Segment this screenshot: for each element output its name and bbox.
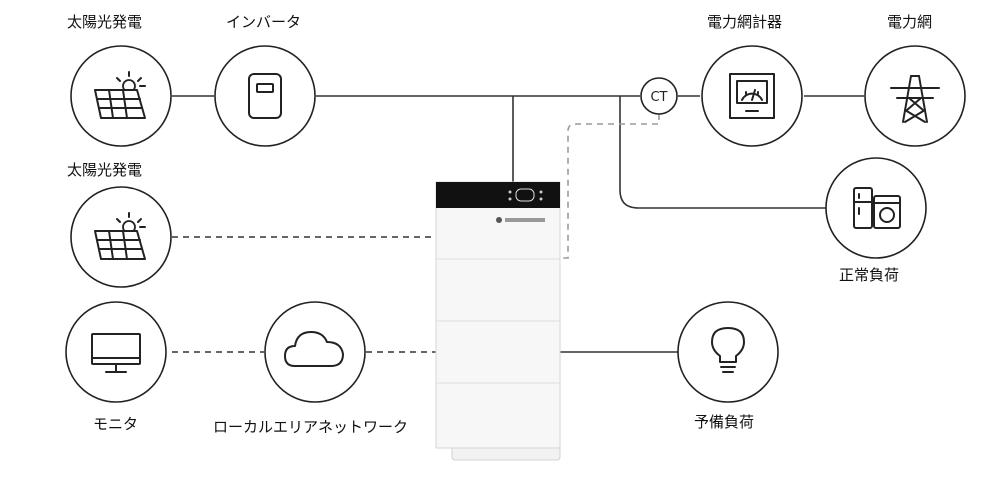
battery-unit <box>435 181 561 461</box>
battery-body <box>435 181 561 449</box>
power-tower-icon <box>890 75 940 123</box>
battery-indicator-3 <box>539 190 543 194</box>
appliance-icon <box>853 187 901 229</box>
battery-indicator-2 <box>508 197 512 201</box>
ct-circle <box>640 77 678 115</box>
lightbulb-icon <box>711 327 745 373</box>
cloud-icon <box>284 331 344 367</box>
battery-indicator-4 <box>539 197 543 201</box>
node-solar-top: 太陽光発電 <box>67 13 172 147</box>
battery-top-panel <box>436 182 560 208</box>
label-solar-mid: 太陽光発電 <box>67 161 142 179</box>
label-lan: ローカルエリアネットワーク <box>213 418 408 436</box>
label-solar-top: 太陽光発電 <box>67 13 142 31</box>
battery-soc-display <box>515 188 535 202</box>
inverter-icon <box>248 73 282 119</box>
monitor-icon <box>91 333 141 373</box>
node-inverter: インバータ <box>214 13 316 147</box>
brand-logo <box>496 217 545 223</box>
node-grid: 電力網 <box>864 13 966 147</box>
battery-indicator-1 <box>508 190 512 194</box>
label-monitor: モニタ <box>93 415 138 433</box>
label-inverter: インバータ <box>226 13 301 31</box>
node-normal-load: 正常負荷 <box>825 157 927 284</box>
label-backup-load: 予備負荷 <box>694 413 754 431</box>
node-meter: 電力網計器 <box>701 13 803 147</box>
ct-label: CT <box>650 90 667 105</box>
label-normal-load: 正常負荷 <box>839 266 899 284</box>
label-meter: 電力網計器 <box>707 13 782 31</box>
solar-panel-icon <box>94 71 146 119</box>
ct-sensor: CT <box>640 77 678 115</box>
line-ct-battery-dashed <box>560 114 660 259</box>
node-backup-load: 予備負荷 <box>677 301 779 431</box>
line-bus-normal-load <box>619 96 828 209</box>
node-monitor: モニタ <box>65 301 167 433</box>
node-lan: ローカルエリアネットワーク <box>213 301 408 436</box>
label-grid: 電力網 <box>887 13 932 31</box>
connection-lines <box>172 95 864 353</box>
node-solar-mid: 太陽光発電 <box>67 161 172 288</box>
solar-panel-icon <box>94 212 146 260</box>
meter-gauge-icon <box>729 73 775 119</box>
